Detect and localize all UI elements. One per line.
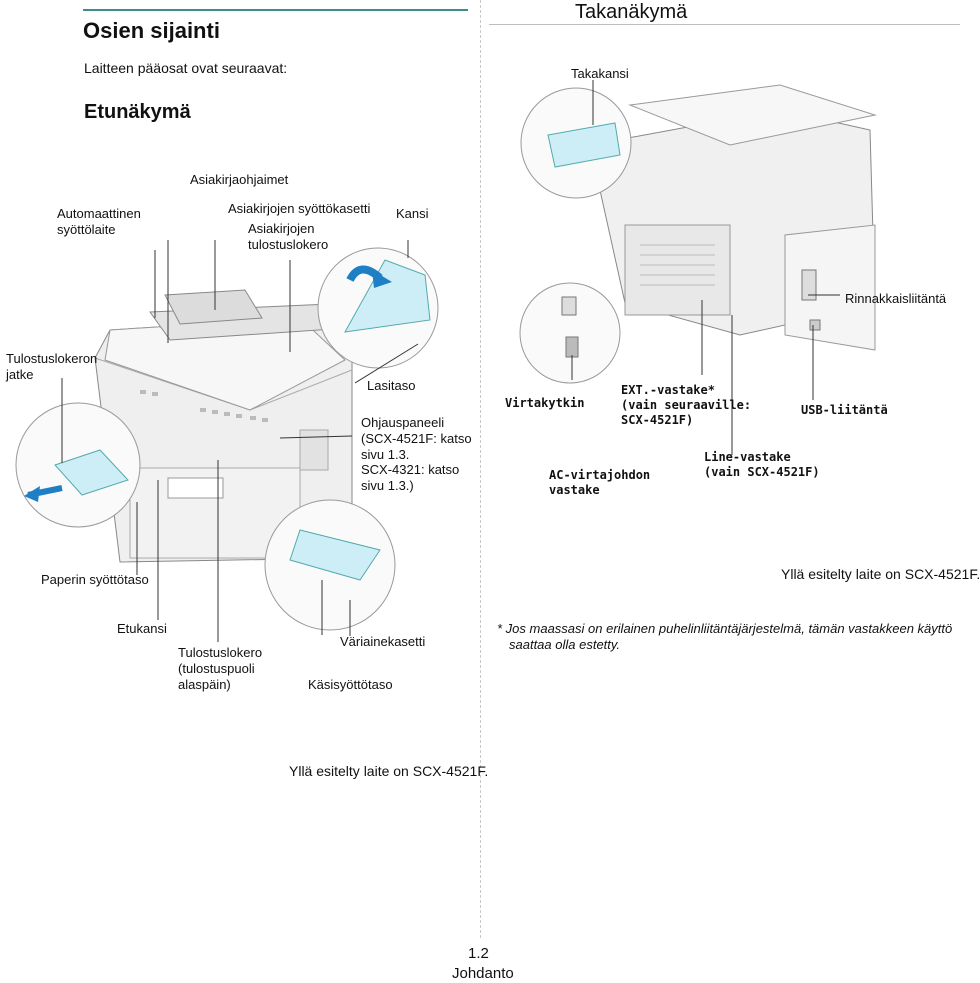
label-paper-tray: Paperin syöttötaso: [41, 572, 149, 587]
column-divider: [480, 0, 481, 938]
label-ext-jack-line3: SCX-4521F): [621, 413, 694, 427]
label-scan-glass: Lasitaso: [367, 378, 416, 393]
label-cover: Kansi: [396, 206, 429, 221]
label-manual-feeder: Käsisyöttötaso: [308, 677, 393, 692]
label-usb: USB-liitäntä: [801, 403, 888, 417]
label-control-panel-line1: Ohjauspaneeli: [361, 415, 445, 430]
front-view-heading: Etunäkymä: [84, 101, 191, 123]
intro-text: Laitteen pääosat ovat seuraavat:: [84, 60, 288, 76]
label-control-panel-line5: sivu 1.3.): [361, 478, 414, 493]
front-caption: Yllä esitelty laite on SCX-4521F.: [289, 763, 489, 779]
toner-inset: [264, 499, 396, 631]
rear-title-rule: [489, 24, 960, 25]
page-number: 1.2: [468, 945, 489, 962]
label-document-guides: Asiakirjaohjaimet: [190, 172, 289, 187]
label-output-tray-line2: (tulostuspuoli: [178, 661, 255, 676]
label-adf-line2: syöttölaite: [57, 222, 116, 237]
connector-panel-inset: [784, 224, 876, 351]
label-line-jack-line1: Line-vastake: [704, 450, 791, 464]
rear-cover-inset: [520, 87, 632, 199]
label-ac-jack-line1: AC-virtajohdon: [549, 468, 651, 482]
label-control-panel-line3: sivu 1.3.: [361, 447, 410, 462]
label-output-support-line2: jatke: [6, 367, 34, 382]
power-switch-inset: [519, 282, 621, 384]
label-control-panel-line2: (SCX-4521F: katso: [361, 431, 472, 446]
label-toner: Väriainekasetti: [340, 634, 426, 649]
label-rear-cover: Takakansi: [571, 66, 629, 81]
section-name: Johdanto: [452, 965, 514, 982]
label-doc-output-line2: tulostuslokero: [248, 237, 329, 252]
label-parallel: Rinnakkaisliitäntä: [845, 291, 947, 306]
label-adf-line1: Automaattinen: [57, 206, 141, 221]
rear-view-heading: Takanäkymä: [575, 1, 688, 23]
title-rule: [83, 9, 468, 11]
page-title: Osien sijainti: [83, 18, 220, 43]
label-ac-jack-line2: vastake: [549, 483, 600, 497]
label-doc-output-line1: Asiakirjojen: [248, 221, 315, 236]
label-doc-input-tray: Asiakirjojen syöttökasetti: [228, 201, 371, 216]
front-view-illustration: [15, 240, 439, 631]
front-lower-leaders: [157, 460, 351, 642]
label-ext-jack-line1: EXT.-vastake*: [621, 383, 715, 397]
label-output-tray-line1: Tulostuslokero: [178, 645, 263, 660]
label-ext-jack-line2: (vain seuraaville:: [621, 398, 752, 412]
label-control-panel-line4: SCX-4321: katso: [361, 462, 460, 477]
rear-caption: Yllä esitelty laite on SCX-4521F.: [781, 566, 980, 582]
footnote-line1: * Jos maassasi on erilainen puhelinliitä…: [497, 621, 953, 636]
output-support-inset: [15, 402, 141, 528]
rear-view-illustration: [519, 80, 877, 455]
footnote-line2: saattaa olla estetty.: [509, 637, 621, 652]
label-output-support-line1: Tulostuslokeron: [6, 351, 98, 366]
label-power-switch: Virtakytkin: [505, 396, 585, 410]
label-line-jack-line2: (vain SCX-4521F): [704, 465, 820, 479]
label-front-cover: Etukansi: [117, 621, 167, 636]
label-output-tray-line3: alaspäin): [178, 677, 231, 692]
scan-cover-inset: [317, 247, 439, 369]
